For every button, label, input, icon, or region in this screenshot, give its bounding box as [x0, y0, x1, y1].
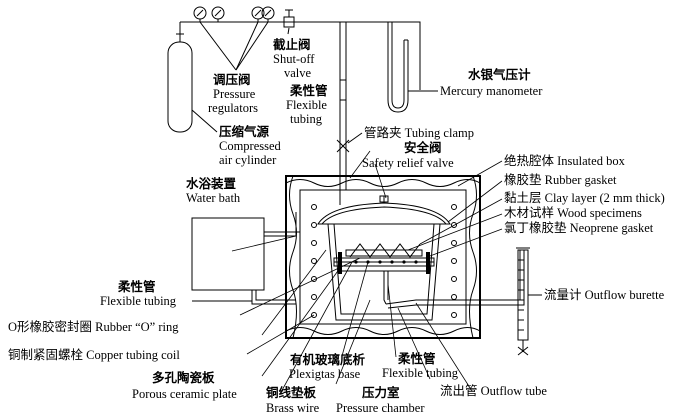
- label-water-bath-zh: 水浴装置: [186, 176, 237, 191]
- label-flexible-tubing-bottom-zh: 柔性管: [397, 351, 436, 366]
- label-shutoff-valve-en-1: Shut-off: [273, 52, 315, 66]
- label-rubber-o-ring: O形橡胶密封圈 Rubber “O” ring: [8, 319, 179, 334]
- gas-tubing: [339, 21, 421, 205]
- label-water-bath-en: Water bath: [186, 191, 241, 205]
- outflow-burette: [516, 247, 530, 356]
- label-flexible-tubing-left-zh: 柔性管: [117, 279, 156, 294]
- label-copper-coil: 铜制紧固螺栓 Copper tubing coil: [8, 347, 180, 362]
- label-mercury-manometer-zh: 水银气压计: [468, 67, 531, 82]
- label-compressed-air-en-2: air cylinder: [219, 153, 277, 167]
- label-flexible-tubing-bottom-en: Flexible tubing: [382, 366, 459, 380]
- label-pressure-regulators-zh: 调压阀: [213, 72, 251, 87]
- label-flexible-tubing-left-en: Flexible tubing: [100, 294, 177, 308]
- insulated-box: [285, 175, 481, 339]
- label-outflow-tube: 流出管 Outflow tube: [440, 383, 547, 398]
- label-brass-wire-zh: 铜线垫板: [266, 385, 317, 400]
- label-mercury-manometer-en: Mercury manometer: [440, 84, 543, 98]
- label-porous-plate-en: Porous ceramic plate: [132, 387, 237, 401]
- label-pressure-chamber-en: Pressure chamber: [336, 401, 425, 415]
- label-compressed-air-en-1: Compressed: [219, 139, 282, 153]
- label-flexible-tubing-top-zh: 柔性管: [289, 83, 328, 98]
- mercury-manometer: [387, 22, 409, 113]
- label-rubber-gasket: 橡胶垫 Rubber gasket: [504, 172, 617, 187]
- label-pressure-regulators-en-2: regulators: [208, 101, 258, 115]
- label-outflow-burette: 流量计 Outflow burette: [544, 288, 665, 302]
- label-plexiglas-en: Plexigtas base: [289, 367, 361, 381]
- label-flexible-tubing-top-en-1: Flexible: [286, 98, 327, 112]
- label-brass-wire-en: Brass wire: [266, 401, 320, 415]
- label-neoprene-gasket: 氯丁橡胶垫 Neoprene gasket: [504, 220, 654, 235]
- label-shutoff-valve-zh: 截止阀: [273, 37, 311, 52]
- label-shutoff-valve-en-2: valve: [284, 66, 312, 80]
- shutoff-valve: [283, 9, 295, 28]
- air-cylinder: [167, 30, 193, 133]
- label-plexiglas-zh: 有机玻璃底析: [290, 352, 366, 367]
- label-insulated-box: 绝热腔体 Insulated box: [504, 153, 626, 168]
- label-porous-plate-zh: 多孔陶瓷板: [152, 370, 215, 385]
- water-bath: [191, 212, 301, 305]
- label-safety-valve-zh: 安全阀: [404, 140, 442, 155]
- label-flexible-tubing-top-en-2: tubing: [290, 112, 323, 126]
- leader-lines: [231, 150, 503, 395]
- label-safety-valve-en: Safety relief valve: [362, 156, 454, 170]
- label-clay-layer: 黏土层 Clay layer (2 mm thick): [504, 191, 665, 205]
- label-tubing-clamp: 管路夹 Tubing clamp: [364, 125, 474, 140]
- outflow-tube: [385, 250, 525, 309]
- label-compressed-air-zh: 压缩气源: [219, 124, 270, 139]
- label-pressure-chamber-zh: 压力室: [362, 385, 400, 400]
- pressure-chamber: [317, 195, 451, 321]
- pressure-regulators: [179, 6, 340, 30]
- label-wood-specimens: 木材试样 Wood specimens: [504, 205, 642, 220]
- tubing-clamp: [336, 139, 350, 153]
- label-pressure-regulators-en-1: Pressure: [213, 87, 256, 101]
